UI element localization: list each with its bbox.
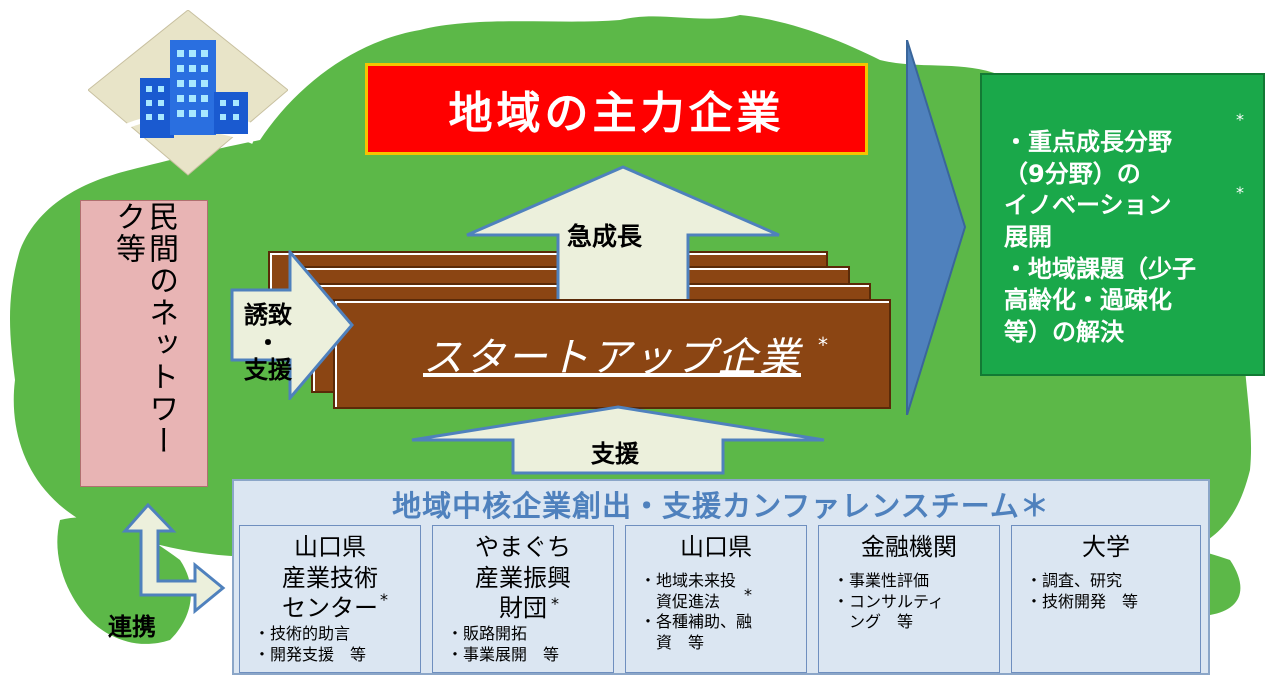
private-network-label: 民間のネットワーク等 bbox=[110, 201, 178, 457]
org-card: 山口県 ・地域未来投 資促進法 ・各種補助、融 資 等 * bbox=[625, 525, 807, 673]
team-title: 地域中核企業創出・支援カンファレンスチーム＊ bbox=[392, 489, 1050, 523]
org-item: ・開発支援 等 bbox=[254, 644, 367, 664]
org-card: 金融機関 ・事業性評価 ・コンサルティ ング 等 bbox=[818, 525, 1000, 673]
org-item: ・コンサルティ bbox=[833, 591, 945, 611]
org-name-line: 産業技術 bbox=[282, 563, 378, 592]
buildings-icon bbox=[88, 10, 288, 176]
org-card: 大学 ・調査、研究 ・技術開発 等 bbox=[1011, 525, 1201, 673]
org-item: 資 等 bbox=[640, 633, 705, 653]
startup-card: スタートアップ企業 bbox=[333, 299, 891, 409]
main-companies-box: 地域の主力企業 bbox=[365, 63, 868, 155]
org-items: ・調査、研究 ・技術開発 等 bbox=[1012, 571, 1200, 613]
startup-note: * bbox=[818, 333, 828, 357]
up-arrow bbox=[411, 405, 825, 475]
outcome-line: イノベーション bbox=[1004, 191, 1172, 220]
org-name: 大学 bbox=[1012, 532, 1200, 563]
support-label-left: 支援 bbox=[244, 356, 292, 384]
org-item: ・各種補助、融 bbox=[640, 612, 753, 632]
conference-team-box: 地域中核企業創出・支援カンファレンスチーム＊ 山口県 産業技術 センター * ・… bbox=[232, 479, 1210, 675]
outcome-note: * bbox=[1236, 183, 1244, 203]
outcome-line: 高齢化・過疎化 bbox=[1004, 286, 1172, 315]
org-item: ・販路開拓 bbox=[447, 624, 528, 644]
org-items: ・事業性評価 ・コンサルティ ング 等 bbox=[819, 571, 999, 633]
startup-label: スタートアップ企業 bbox=[423, 335, 801, 381]
outcome-line: ・重点成長分野 bbox=[1004, 128, 1172, 156]
outcome-item: ・重点成長分野 * bbox=[1004, 110, 1253, 159]
outcome-line: ・地域課題（少子 bbox=[1004, 254, 1196, 283]
org-name: 金融機関 bbox=[819, 532, 999, 563]
org-name-line: 財団 bbox=[499, 594, 547, 623]
org-name-line: センター bbox=[282, 594, 378, 623]
org-items: ・地域未来投 資促進法 ・各種補助、融 資 等 * bbox=[626, 571, 806, 654]
org-name: やまぐち 産業振興 財団 * bbox=[433, 532, 613, 624]
cooperation-label: 連携 bbox=[108, 613, 156, 641]
outcome-line: 等）の解決 bbox=[1004, 318, 1124, 347]
big-right-arrow bbox=[906, 40, 967, 415]
outcome-line: （9分野）の bbox=[1004, 159, 1141, 188]
org-item: ング 等 bbox=[833, 612, 914, 632]
attract-dot: ・ bbox=[256, 329, 280, 357]
org-name: 山口県 産業技術 センター * bbox=[240, 532, 420, 624]
bidirectional-arrow bbox=[121, 503, 226, 615]
main-companies-label: 地域の主力企業 bbox=[448, 88, 785, 139]
org-items: ・販路開拓 ・事業展開 等 bbox=[433, 624, 613, 666]
org-items: ・技術的助言 ・開発支援 等 bbox=[240, 624, 420, 666]
outcome-item: イノベーション * bbox=[1004, 183, 1253, 222]
org-name-line: 大学 bbox=[1082, 533, 1130, 561]
org-card: 山口県 産業技術 センター * ・技術的助言 ・開発支援 等 bbox=[239, 525, 421, 673]
org-name-line: 金融機関 bbox=[861, 533, 957, 561]
org-name-line: 山口県 bbox=[294, 533, 366, 561]
outcome-line: 展開 bbox=[1004, 223, 1052, 252]
org-item: ・地域未来投 bbox=[640, 570, 737, 590]
org-note: * bbox=[551, 594, 559, 613]
org-item: ・事業展開 等 bbox=[447, 644, 560, 664]
outcome-note: * bbox=[1236, 110, 1244, 129]
org-item: ・技術開発 等 bbox=[1026, 591, 1139, 611]
org-name-line: 山口県 bbox=[680, 533, 752, 561]
rapid-growth-label: 急成長 bbox=[567, 222, 643, 251]
support-label: 支援 bbox=[591, 440, 639, 468]
org-item: 資促進法 bbox=[640, 591, 721, 611]
org-note: * bbox=[380, 590, 388, 609]
org-note: * bbox=[744, 584, 752, 604]
org-item: ・調査、研究 bbox=[1026, 570, 1123, 590]
attract-label: 誘致 bbox=[244, 301, 292, 329]
org-item: ・技術的助言 bbox=[254, 624, 351, 644]
outcomes-box: ・重点成長分野 * （9分野）の イノベーション * 展開 ・地域課題（少子 高… bbox=[980, 73, 1265, 376]
org-name: 山口県 bbox=[626, 532, 806, 563]
org-item: ・事業性評価 bbox=[833, 570, 930, 590]
private-network-box: 民間のネットワーク等 bbox=[80, 200, 208, 487]
right-arrow bbox=[230, 250, 354, 400]
org-card: やまぐち 産業振興 財団 * ・販路開拓 ・事業展開 等 bbox=[432, 525, 614, 673]
org-name-line: 産業振興 bbox=[475, 563, 571, 592]
org-name-line: やまぐち bbox=[475, 533, 571, 561]
